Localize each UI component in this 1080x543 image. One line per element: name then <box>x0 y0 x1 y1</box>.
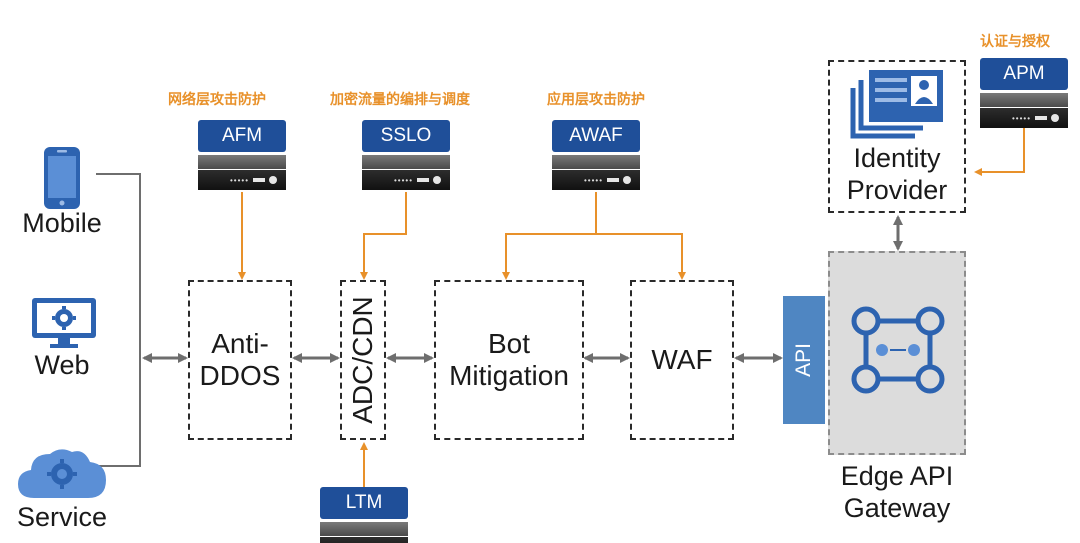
afm-tag: AFM <box>198 120 286 152</box>
cloud-gear-icon <box>18 449 106 498</box>
awaf-tag: AWAF <box>552 120 640 152</box>
sslo-caption: 加密流量的编排与调度 <box>330 92 470 108</box>
apm-caption: 认证与授权 <box>980 34 1050 50</box>
web-monitor-gear-icon <box>32 298 96 348</box>
adc-cdn-box: ADC/CDN <box>340 280 386 440</box>
server-chassis-icon: ••••• <box>552 155 640 190</box>
apm-appliance: APM ••••• <box>980 58 1068 128</box>
adc-cdn-label: ADC/CDN <box>347 296 378 424</box>
identity-provider-title: Identity Provider <box>846 143 948 205</box>
bot-mitigation-label: Bot Mitigation <box>449 328 569 391</box>
sslo-tag: SSLO <box>362 120 450 152</box>
api-label: API <box>791 343 815 377</box>
api-bar: API <box>783 296 825 424</box>
server-chassis-icon: ••••• <box>980 93 1068 128</box>
client-mobile: Mobile <box>0 140 120 240</box>
server-chassis-icon: ••••• <box>198 155 286 190</box>
ltm-tag: LTM <box>320 487 408 519</box>
edge-api-gateway-box <box>828 251 966 455</box>
ltm-appliance: LTM <box>320 487 408 543</box>
server-chassis-icon <box>320 522 408 543</box>
waf-label: WAF <box>651 344 713 375</box>
afm-appliance: AFM ••••• <box>198 120 286 190</box>
api-network-gears-icon <box>851 306 945 394</box>
awaf-caption: 应用层攻击防护 <box>547 92 645 108</box>
server-chassis-icon: ••••• <box>362 155 450 190</box>
anti-ddos-box: Anti- DDOS <box>188 280 292 440</box>
mobile-label: Mobile <box>22 208 102 238</box>
identity-provider-box: Identity Provider <box>828 60 966 213</box>
web-label: Web <box>34 350 90 380</box>
mobile-phone-icon <box>44 147 80 209</box>
client-service: Service <box>0 440 120 543</box>
edge-api-gateway-title: Edge API Gateway <box>840 461 954 523</box>
service-label: Service <box>16 502 108 532</box>
sslo-appliance: SSLO ••••• <box>362 120 450 190</box>
anti-ddos-label: Anti- DDOS <box>199 328 281 391</box>
afm-caption: 网络层攻击防护 <box>168 92 266 108</box>
apm-tag: APM <box>980 58 1068 90</box>
client-web: Web <box>0 292 120 392</box>
awaf-appliance: AWAF ••••• <box>552 120 640 190</box>
waf-box: WAF <box>630 280 734 440</box>
bot-mitigation-box: Bot Mitigation <box>434 280 584 440</box>
identity-card-icon <box>850 70 943 139</box>
